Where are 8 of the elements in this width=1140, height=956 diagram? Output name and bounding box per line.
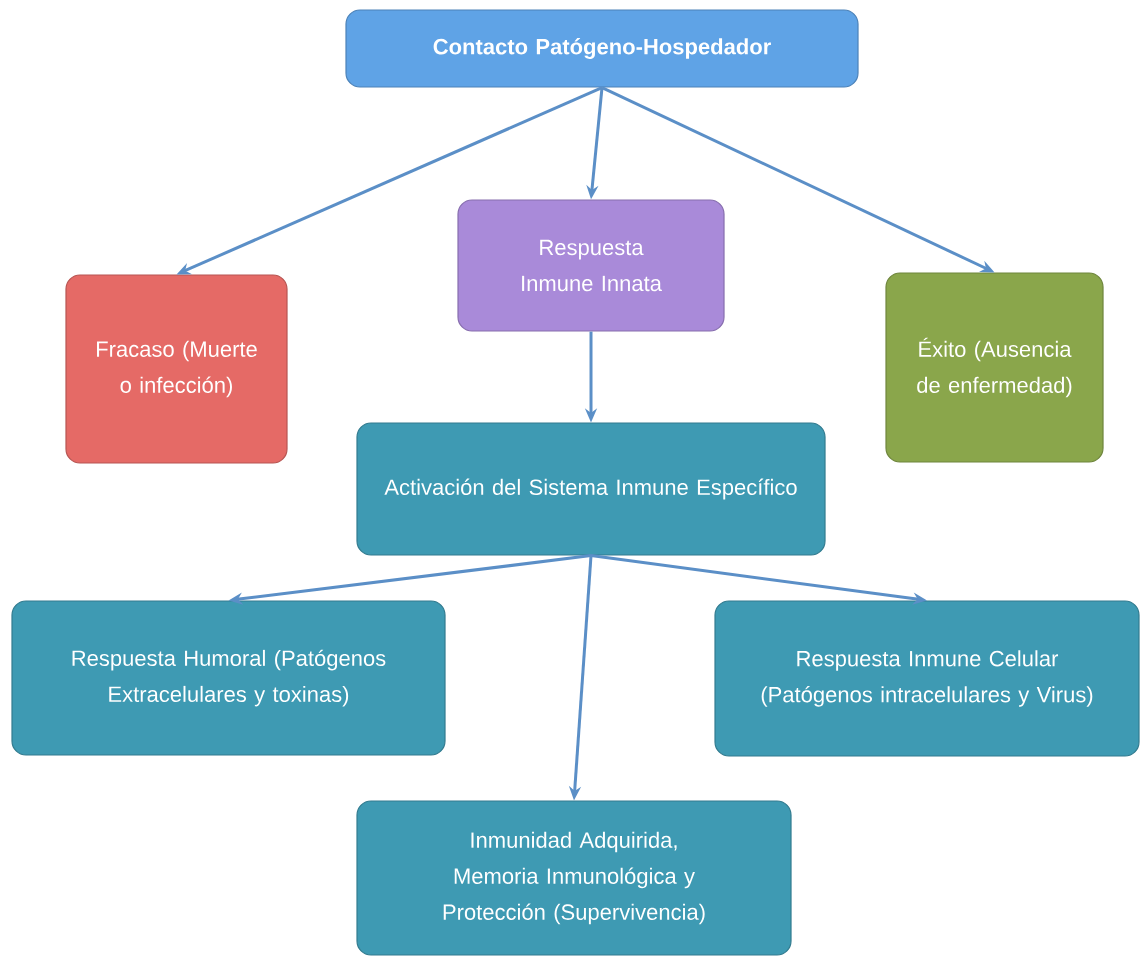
process-box: Respuesta Humoral (Patógenos Extracelulares y toxinas) xyxy=(11,600,446,756)
process-box: Inmunidad Adquirida, Memoria Inmunológica y Protección (Supervivencia) xyxy=(356,800,792,956)
process-box: Respuesta Inmune Innata xyxy=(457,199,725,332)
process-box: Fracaso (Muerte o infección) xyxy=(65,274,288,464)
title-box: Contacto Patógeno-Hospedador xyxy=(345,9,859,88)
process-box: Éxito (Ausencia de enfermedad) xyxy=(885,272,1104,463)
process-box: Respuesta Inmune Celular (Patógenos intracelulares y Virus) xyxy=(714,600,1140,757)
process-box: Activación del Sistema Inmune Específico xyxy=(356,422,826,556)
